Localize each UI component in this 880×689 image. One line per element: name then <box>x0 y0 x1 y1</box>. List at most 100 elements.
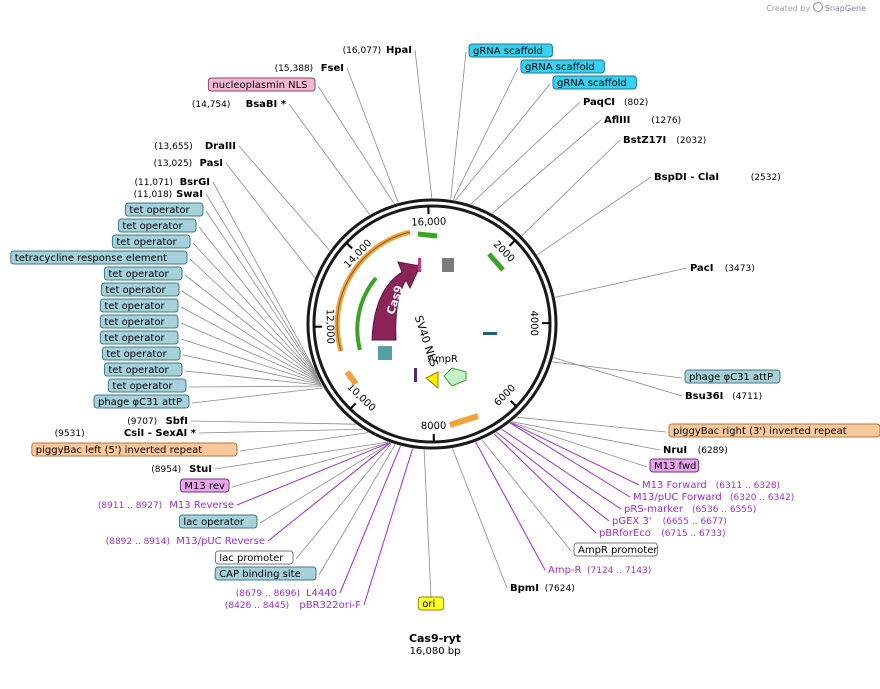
label-grna-3: gRNA scaffold <box>552 75 637 90</box>
label-pbr322ori-f: (8426 .. 8445)pBR322ori-F <box>225 600 361 611</box>
site-name: BsaBI * <box>246 99 287 110</box>
leader-line <box>481 439 572 552</box>
leader-line <box>470 101 581 205</box>
label-box <box>649 458 700 473</box>
label-box <box>552 75 637 90</box>
leader-line <box>475 441 546 571</box>
credit-prefix: Created by <box>766 4 811 13</box>
label-text: gRNA scaffold <box>525 62 595 73</box>
label-box <box>668 423 880 438</box>
leader-line <box>225 162 316 278</box>
label-box <box>99 298 179 313</box>
primer-name: L4440 <box>306 588 337 599</box>
label-text: tetracycline response element <box>15 253 167 264</box>
label-text: phage φC31 attP <box>98 397 182 408</box>
label-m13-fwd: M13 fwd <box>649 458 700 473</box>
site-position: (13,025) <box>154 159 193 169</box>
site-position: (9531) <box>55 429 85 439</box>
leader-line <box>537 176 652 256</box>
leader-line <box>295 443 392 560</box>
primer-name: pGEX 3' <box>612 516 652 527</box>
leader-line <box>496 431 610 522</box>
label-text: ori <box>422 599 435 610</box>
tick-label: 12,000 <box>324 309 336 344</box>
leader-line <box>555 267 688 298</box>
label-text: tet operator <box>112 381 173 392</box>
leader-line <box>180 306 321 383</box>
leader-line <box>288 103 370 215</box>
label-box <box>111 234 191 249</box>
site-name: DraIII <box>205 141 236 152</box>
label-box <box>214 550 294 565</box>
site-position: (11,071) <box>134 178 173 188</box>
label-box <box>207 77 316 92</box>
label-pgex3: (6655 .. 6677)pGEX 3' <box>612 516 727 527</box>
label-box <box>107 378 187 393</box>
site-name: PacI <box>690 263 713 274</box>
label-draiii: (13,655) DraIII <box>154 141 236 152</box>
site-position: (4711) <box>732 392 762 402</box>
label-text: lac promoter <box>219 553 284 564</box>
primer-position: (8679 .. 8696) <box>236 589 300 599</box>
tick-mark <box>345 242 353 250</box>
leader-line <box>510 422 640 486</box>
label-bspdi-clai: (2532)BspDI - ClaI <box>654 172 781 183</box>
leader-line <box>180 322 321 384</box>
green-feature-arrow-2 <box>487 252 505 272</box>
label-text: tet operator <box>122 221 183 232</box>
snapgene-credit: Created by SnapGene <box>766 2 866 13</box>
label-phic31-left: phage φC31 attP <box>93 394 190 409</box>
label-bsu36i: (4711)Bsu36I <box>685 391 762 402</box>
leader-line <box>363 448 414 606</box>
leader-lines <box>180 49 688 606</box>
leader-line <box>511 421 661 451</box>
ori-arrow <box>425 371 439 390</box>
label-tet-op-10: tet operator <box>103 362 183 377</box>
tick-label: 8000 <box>421 421 447 432</box>
piggybac-left-arc-edge <box>336 231 411 352</box>
leader-line <box>267 442 391 542</box>
leader-line <box>553 357 683 397</box>
primer-name: M13 Forward <box>642 480 707 491</box>
leader-line <box>198 428 363 434</box>
green-feature-arc-1 <box>355 276 378 351</box>
piggybac-small-arc <box>344 370 359 386</box>
label-m13-reverse: (8911 .. 8927)M13 Reverse <box>98 500 234 511</box>
site-position: (3473) <box>725 264 755 274</box>
label-text: gRNA scaffold <box>557 78 627 89</box>
leader-line <box>192 242 319 380</box>
label-tet-op-4: tet operator <box>103 266 183 281</box>
label-text: lac operator <box>183 517 244 528</box>
label-box <box>103 362 183 377</box>
leader-line <box>259 442 391 524</box>
site-position: (13,655) <box>154 142 193 152</box>
leader-line <box>452 448 508 589</box>
leader-line <box>516 416 667 433</box>
piggybac-right-arc <box>449 413 479 428</box>
site-name: CsiI - SexAI * <box>124 428 197 439</box>
label-text: M13 rev <box>184 481 225 492</box>
label-nucleoplasmin-nls: nucleoplasmin NLS <box>207 77 316 92</box>
primer-position: (6715 .. 6733) <box>661 529 725 539</box>
leader-line <box>317 85 395 205</box>
leader-line <box>552 361 683 379</box>
leader-line <box>212 181 316 372</box>
label-tet-op-2: tet operator <box>117 218 197 233</box>
snapgene-logo-icon <box>812 2 823 12</box>
leader-line <box>423 449 432 598</box>
label-pasi: (13,025)PasI <box>154 158 223 169</box>
label-text: tet operator <box>104 317 165 328</box>
leader-line <box>493 433 597 534</box>
label-tet-op-8: tet operator <box>99 330 179 345</box>
label-text: AmpR promoter <box>578 545 658 556</box>
leader-line <box>452 67 519 200</box>
feature-arcs <box>334 229 505 428</box>
label-box <box>684 369 781 384</box>
leader-line <box>510 421 648 468</box>
leader-line <box>190 420 356 425</box>
leader-line <box>491 119 602 214</box>
primer-position: (8911 .. 8927) <box>98 501 162 511</box>
label-m13-rev: M13 rev <box>179 478 230 493</box>
label-box <box>99 314 179 329</box>
site-position: (2532) <box>751 173 781 183</box>
